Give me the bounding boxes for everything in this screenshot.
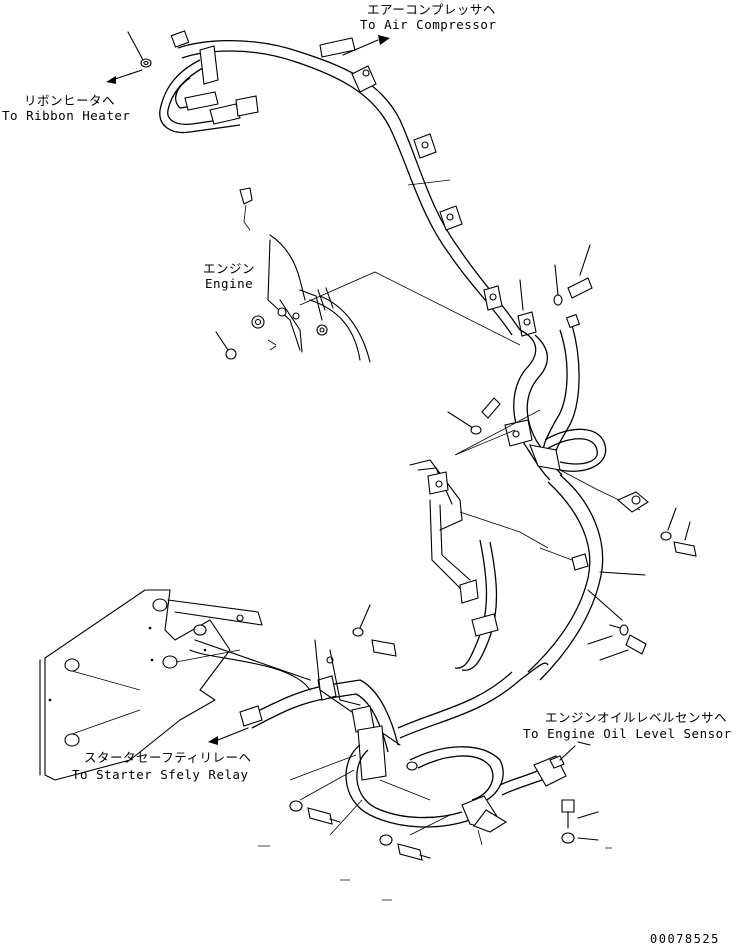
air-compressor-label-en: To Air Compressor (360, 17, 497, 32)
bottom-harness (208, 639, 591, 836)
mounting-plate (39, 589, 311, 781)
ribbon-heater-label-jp: リボンヒータヘ (24, 93, 116, 108)
starter-relay-label-en: To Starter Sfely Relay (72, 767, 249, 782)
ribbon-heater-branch (106, 31, 259, 134)
drawing-number: 00078525 (650, 932, 720, 946)
air-compressor-hose (170, 30, 521, 336)
oil-sensor-label-jp: エンジンオイルレベルセンサヘ (545, 710, 728, 725)
engine-label-jp: エンジン (203, 261, 256, 276)
air-compressor-label-jp: エアーコンプレッサヘ (367, 2, 496, 17)
ribbon-heater-label-en: To Ribbon Heater (2, 108, 131, 123)
fasteners-bottom (258, 799, 612, 901)
fasteners-right (447, 244, 697, 557)
engine-bracket (215, 187, 521, 363)
middle-bracket (409, 459, 646, 671)
top-hose-clamps (351, 65, 537, 337)
fasteners-lower (352, 589, 647, 661)
engine-label-en: Engine (205, 276, 254, 291)
middle-hose (504, 313, 607, 681)
starter-relay-label-jp: スタータセーフティリレーヘ (84, 750, 252, 765)
oil-sensor-label-en: To Engine Oil Level Sensor (523, 726, 732, 741)
